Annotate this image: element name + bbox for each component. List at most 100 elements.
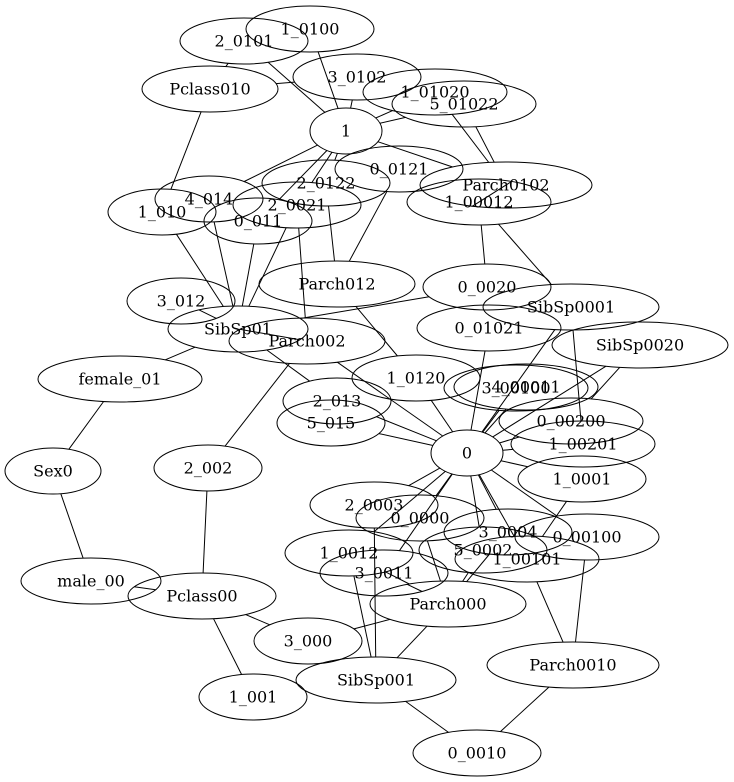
node-ellipse[interactable] [419,161,593,209]
node-SibSp001[interactable]: SibSp001 [295,656,457,704]
node-ellipse[interactable] [253,617,363,665]
node-ellipse[interactable] [418,526,548,574]
node-1_00101[interactable]: 1_00101 [454,535,600,583]
node-1_00012[interactable]: 1_00012 [406,178,552,226]
node-ellipse[interactable] [309,481,439,529]
node-1_0100[interactable]: 1_0100 [245,5,375,53]
node-ellipse[interactable] [179,17,309,65]
node-5_015[interactable]: 5_015 [276,399,386,447]
node-3_012[interactable]: 3_012 [126,277,236,325]
node-Pclass00[interactable]: Pclass00 [127,572,277,620]
node-0_0020[interactable]: 0_0020 [422,263,552,311]
edge-layer [60,51,621,733]
node-label: 1_0120 [387,369,446,388]
node-ellipse[interactable] [107,188,217,236]
node-1[interactable]: 1 [309,107,383,155]
node-3_00100[interactable]: 3_00100 [443,364,589,412]
node-2_0003[interactable]: 2_0003 [309,481,439,529]
node-0_00100[interactable]: 0_00100 [514,513,660,561]
node-3_000[interactable]: 3_000 [253,617,363,665]
node-ellipse[interactable] [412,729,542,777]
node-ellipse[interactable] [422,263,552,311]
node-ellipse[interactable] [453,363,599,411]
node-ellipse[interactable] [551,321,729,369]
node-ellipse[interactable] [4,447,102,495]
node-ellipse[interactable] [443,364,589,412]
node-4_00011[interactable]: 4_00011 [453,363,599,411]
node-5_01022[interactable]: 5_01022 [391,80,537,128]
node-ellipse[interactable] [334,145,464,193]
node-ellipse[interactable] [430,429,504,477]
node-ellipse[interactable] [369,580,527,628]
edge-0_0121-Parch012 [348,191,388,262]
node-ellipse[interactable] [295,656,457,704]
node-Sex0[interactable]: Sex0 [4,447,102,495]
node-ellipse[interactable] [276,399,386,447]
node-ellipse[interactable] [362,68,508,116]
node-ellipse[interactable] [406,178,552,226]
node-ellipse[interactable] [153,444,263,492]
node-1_01020[interactable]: 1_01020 [362,68,508,116]
node-0_0010[interactable]: 0_0010 [412,729,542,777]
node-Pclass010[interactable]: Pclass010 [141,65,279,113]
node-Parch0102[interactable]: Parch0102 [419,161,593,209]
node-ellipse[interactable] [20,557,162,605]
node-ellipse[interactable] [141,65,279,113]
node-ellipse[interactable] [245,5,375,53]
node-ellipse[interactable] [154,175,264,223]
node-0_0000[interactable]: 0_0000 [355,494,485,542]
node-1_0120[interactable]: 1_0120 [351,354,481,402]
node-1_0001[interactable]: 1_0001 [517,455,647,503]
node-male_00[interactable]: male_00 [20,557,162,605]
node-ellipse[interactable] [391,80,537,128]
node-1_0012[interactable]: 1_0012 [284,529,414,577]
node-ellipse[interactable] [309,107,383,155]
edge-male_00-Pclass00 [134,586,156,591]
node-SibSp0020[interactable]: SibSp0020 [551,321,729,369]
node-ellipse[interactable] [261,159,391,207]
node-ellipse[interactable] [510,420,656,468]
node-2_013[interactable]: 2_013 [282,377,392,425]
node-ellipse[interactable] [486,641,660,689]
node-female_01[interactable]: female_01 [37,355,203,403]
node-3_0011[interactable]: 3_0011 [319,549,449,597]
node-SibSp0001[interactable]: SibSp0001 [482,283,660,331]
node-ellipse[interactable] [351,354,481,402]
node-Parch012[interactable]: Parch012 [258,260,416,308]
node-ellipse[interactable] [498,397,644,445]
node-3_0102[interactable]: 3_0102 [292,53,422,101]
node-0_011[interactable]: 0_011 [203,197,313,245]
node-ellipse[interactable] [37,355,203,403]
node-ellipse[interactable] [203,197,313,245]
node-1_00201[interactable]: 1_00201 [510,420,656,468]
node-ellipse[interactable] [482,283,660,331]
node-2_0101[interactable]: 2_0101 [179,17,309,65]
node-Parch002[interactable]: Parch002 [228,317,386,365]
node-ellipse[interactable] [517,455,647,503]
node-ellipse[interactable] [284,529,414,577]
node-1_001[interactable]: 1_001 [198,673,308,721]
node-ellipse[interactable] [282,377,392,425]
node-Parch0010[interactable]: Parch0010 [486,641,660,689]
node-1_010[interactable]: 1_010 [107,188,217,236]
node-label: 0_011 [234,212,283,231]
node-ellipse[interactable] [514,513,660,561]
node-ellipse[interactable] [258,260,416,308]
node-ellipse[interactable] [126,277,236,325]
node-ellipse[interactable] [127,572,277,620]
node-Parch000[interactable]: Parch000 [369,580,527,628]
node-ellipse[interactable] [198,673,308,721]
node-ellipse[interactable] [416,304,562,352]
edge-0_0000-Parch000 [426,540,441,582]
node-ellipse[interactable] [319,549,449,597]
node-ellipse[interactable] [228,317,386,365]
node-ellipse[interactable] [292,53,422,101]
node-ellipse[interactable] [355,494,485,542]
node-ellipse[interactable] [454,535,600,583]
node-0_01021[interactable]: 0_01021 [416,304,562,352]
node-ellipse[interactable] [232,181,362,229]
node-0[interactable]: 0 [430,429,504,477]
node-2_002[interactable]: 2_002 [153,444,263,492]
node-label: Sex0 [33,462,73,481]
node-label: 1 [341,122,351,141]
